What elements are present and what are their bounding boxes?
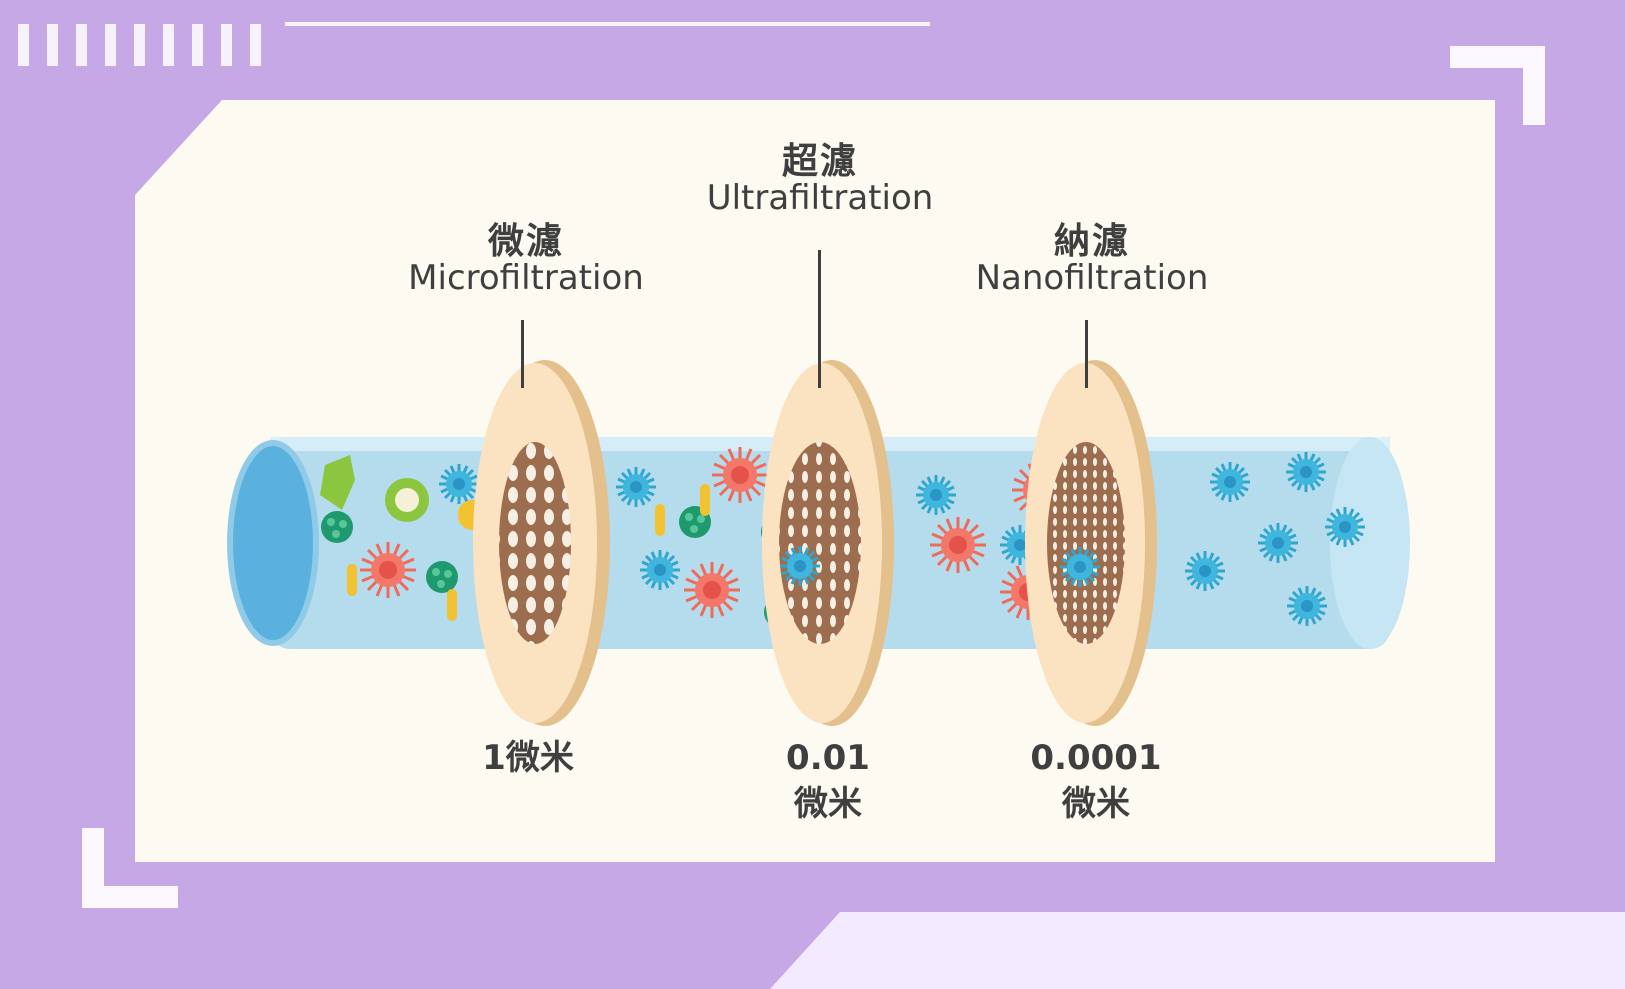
ultrafiltration-title-en: Ultrafiltration: [706, 178, 934, 218]
frame-decoration: [18, 22, 1625, 989]
ultrafiltration-pore-unit: 微米: [794, 784, 862, 824]
nanofiltration-title-en: Nanofiltration: [975, 258, 1209, 298]
microfiltration-title-en: Microfiltration: [408, 258, 644, 298]
nanofiltration-pore-unit: 微米: [1062, 784, 1130, 824]
microfiltration-title-zh: 微濾: [487, 221, 564, 262]
microfiltration-pore-size: 1微米: [482, 738, 574, 778]
membrane-icon: [762, 250, 894, 726]
ultrafiltration-title-zh: 超濾: [781, 141, 858, 182]
membrane-icon: [1025, 320, 1157, 726]
nanofiltration-title-zh: 納濾: [1053, 221, 1130, 262]
ultrafiltration-pore-size: 0.01: [786, 738, 870, 778]
membrane-icon: [473, 320, 610, 726]
nanofiltration-pore-size: 0.0001: [1030, 738, 1162, 778]
